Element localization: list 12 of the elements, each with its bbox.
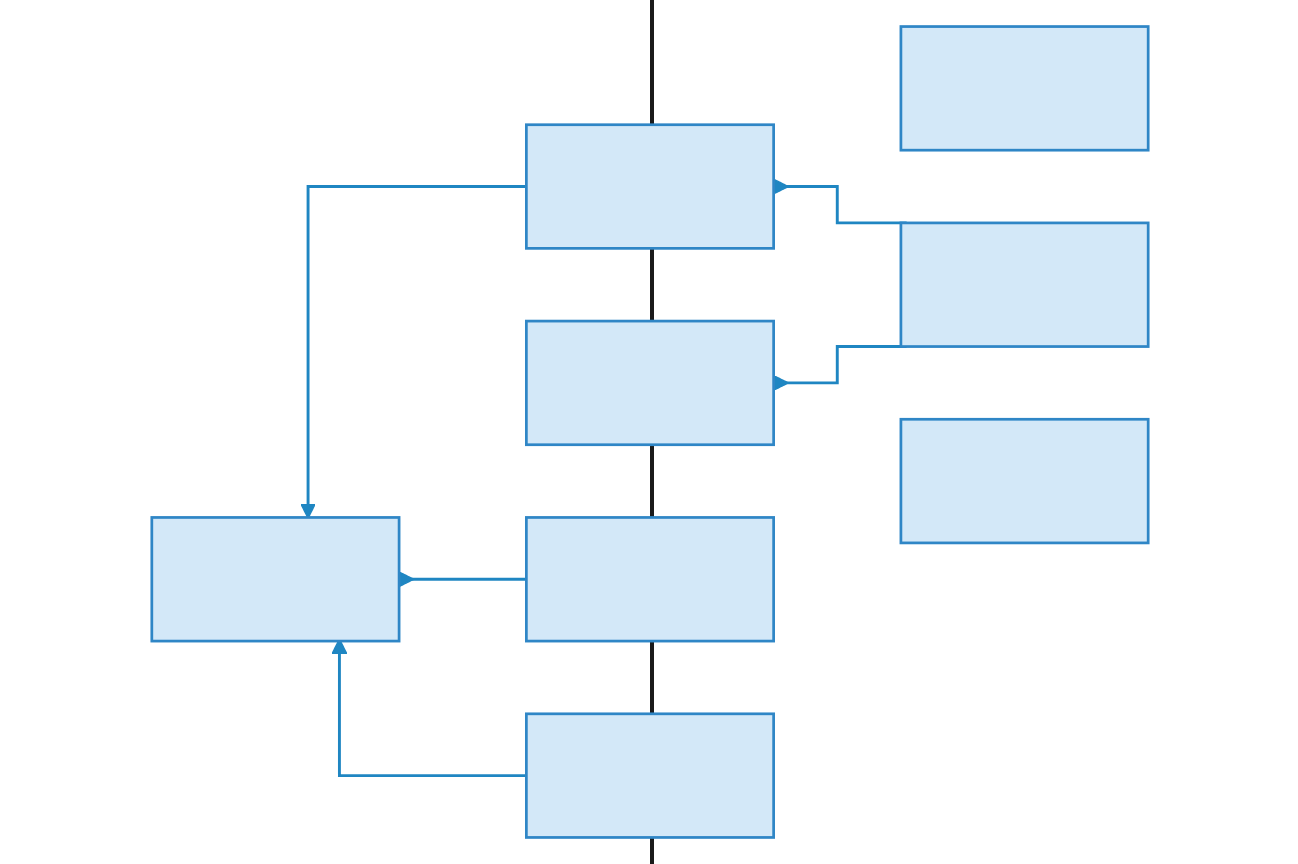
node-box [149,516,400,643]
arrow [397,571,526,588]
arrow [299,185,526,519]
node-box [524,319,774,447]
node-box [898,25,1149,152]
node-box [898,417,1149,545]
arrow [771,345,906,391]
arrow [330,638,526,778]
node-box [898,221,1149,348]
node-box [524,712,774,839]
node-box [524,516,774,643]
node-box [524,123,774,250]
